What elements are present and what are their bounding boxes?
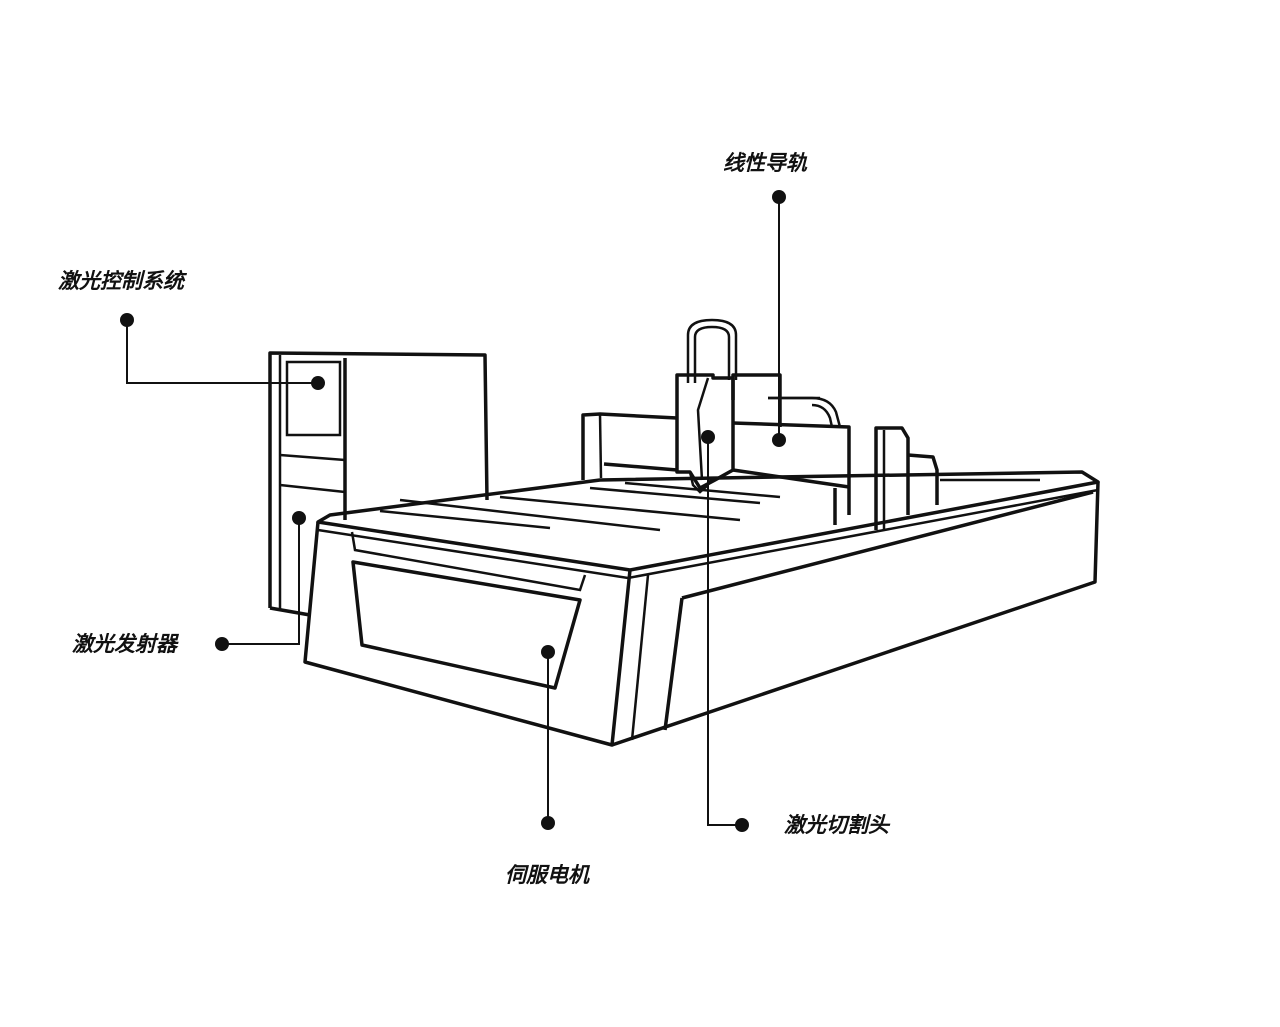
- cutting-table: [303, 470, 1100, 747]
- gantry: [581, 373, 939, 530]
- control-cabinet: [268, 351, 489, 617]
- cutting-head: [675, 318, 738, 494]
- leader-dot: [120, 313, 134, 327]
- label-servo-motor: 伺服电机: [505, 863, 589, 887]
- label-laser-emitter: 激光发射器: [72, 632, 177, 656]
- label-laser-cutting-head: 激光切割头: [784, 813, 889, 837]
- label-linear-guide: 线性导轨: [723, 151, 807, 175]
- leader-lines: [120, 190, 786, 832]
- label-laser-control-system: 激光控制系统: [58, 269, 184, 293]
